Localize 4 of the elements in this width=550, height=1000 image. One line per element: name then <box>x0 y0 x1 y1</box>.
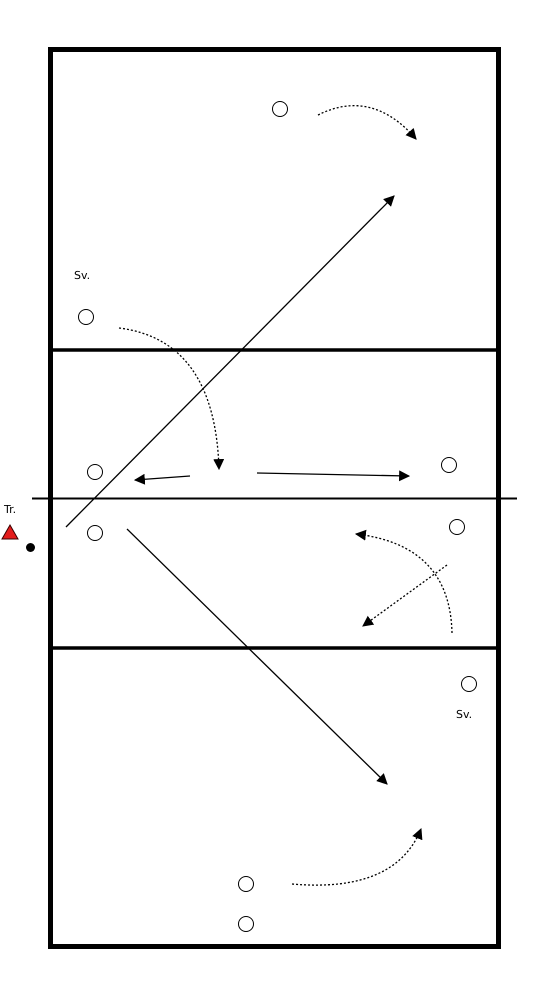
trainer-triangle <box>1 524 19 540</box>
position-label: Sv. <box>74 270 90 281</box>
position-label: Tr. <box>4 504 16 515</box>
position-label: Sv. <box>456 709 472 720</box>
